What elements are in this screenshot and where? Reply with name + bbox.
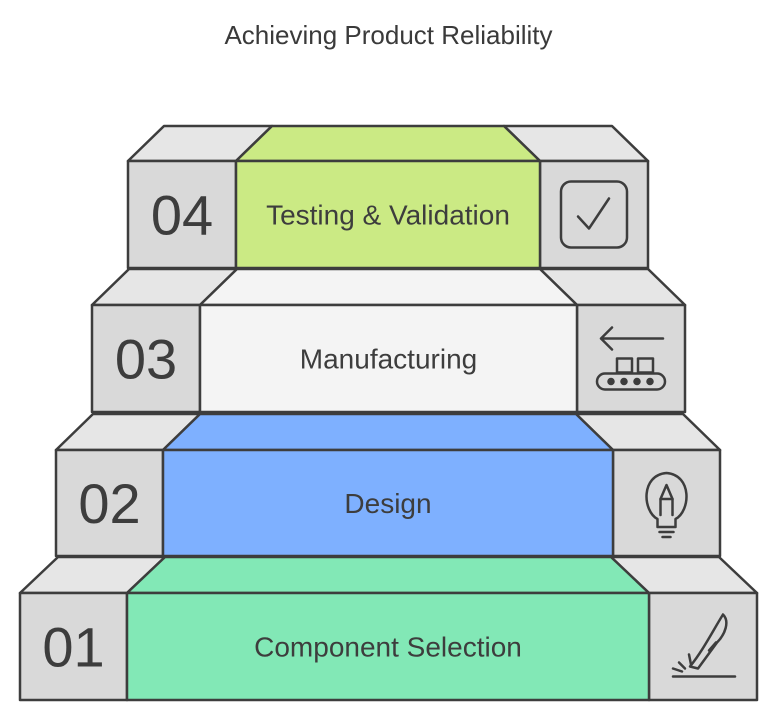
step-number: 01 xyxy=(42,616,104,679)
step-04: 04 Testing & Validation xyxy=(126,124,650,270)
step-center-top xyxy=(198,267,579,307)
conveyor-belt-icon xyxy=(595,326,667,391)
step-number-panel xyxy=(18,591,129,702)
step-center-top xyxy=(161,412,615,452)
step-label-panel xyxy=(161,448,615,558)
step-label: Testing & Validation xyxy=(266,200,510,231)
step-number: 03 xyxy=(115,328,177,391)
knife-cut-icon xyxy=(671,613,737,678)
step-02: 02 Design xyxy=(54,412,722,558)
lightbulb-pen-icon xyxy=(645,471,688,539)
step-center-top xyxy=(125,555,651,595)
step-label-panel xyxy=(198,303,579,414)
step-number: 04 xyxy=(151,184,213,247)
step-label: Design xyxy=(344,488,431,519)
step-icon-panel xyxy=(611,448,722,558)
step-number: 02 xyxy=(78,472,140,535)
step-center-top xyxy=(234,124,542,163)
step-number-panel xyxy=(90,303,202,414)
step-01: 01 Component Selection xyxy=(18,555,759,702)
step-label: Component Selection xyxy=(254,632,522,663)
step-number-panel xyxy=(54,448,165,558)
diagram-title: Achieving Product Reliability xyxy=(224,20,553,50)
step-label-panel xyxy=(125,591,651,702)
checkbox-icon xyxy=(559,180,629,249)
step-label-panel xyxy=(234,159,542,270)
step-icon-panel xyxy=(538,159,650,270)
step-label: Manufacturing xyxy=(300,344,477,375)
step-03: 03 Manufacturing xyxy=(90,267,687,414)
